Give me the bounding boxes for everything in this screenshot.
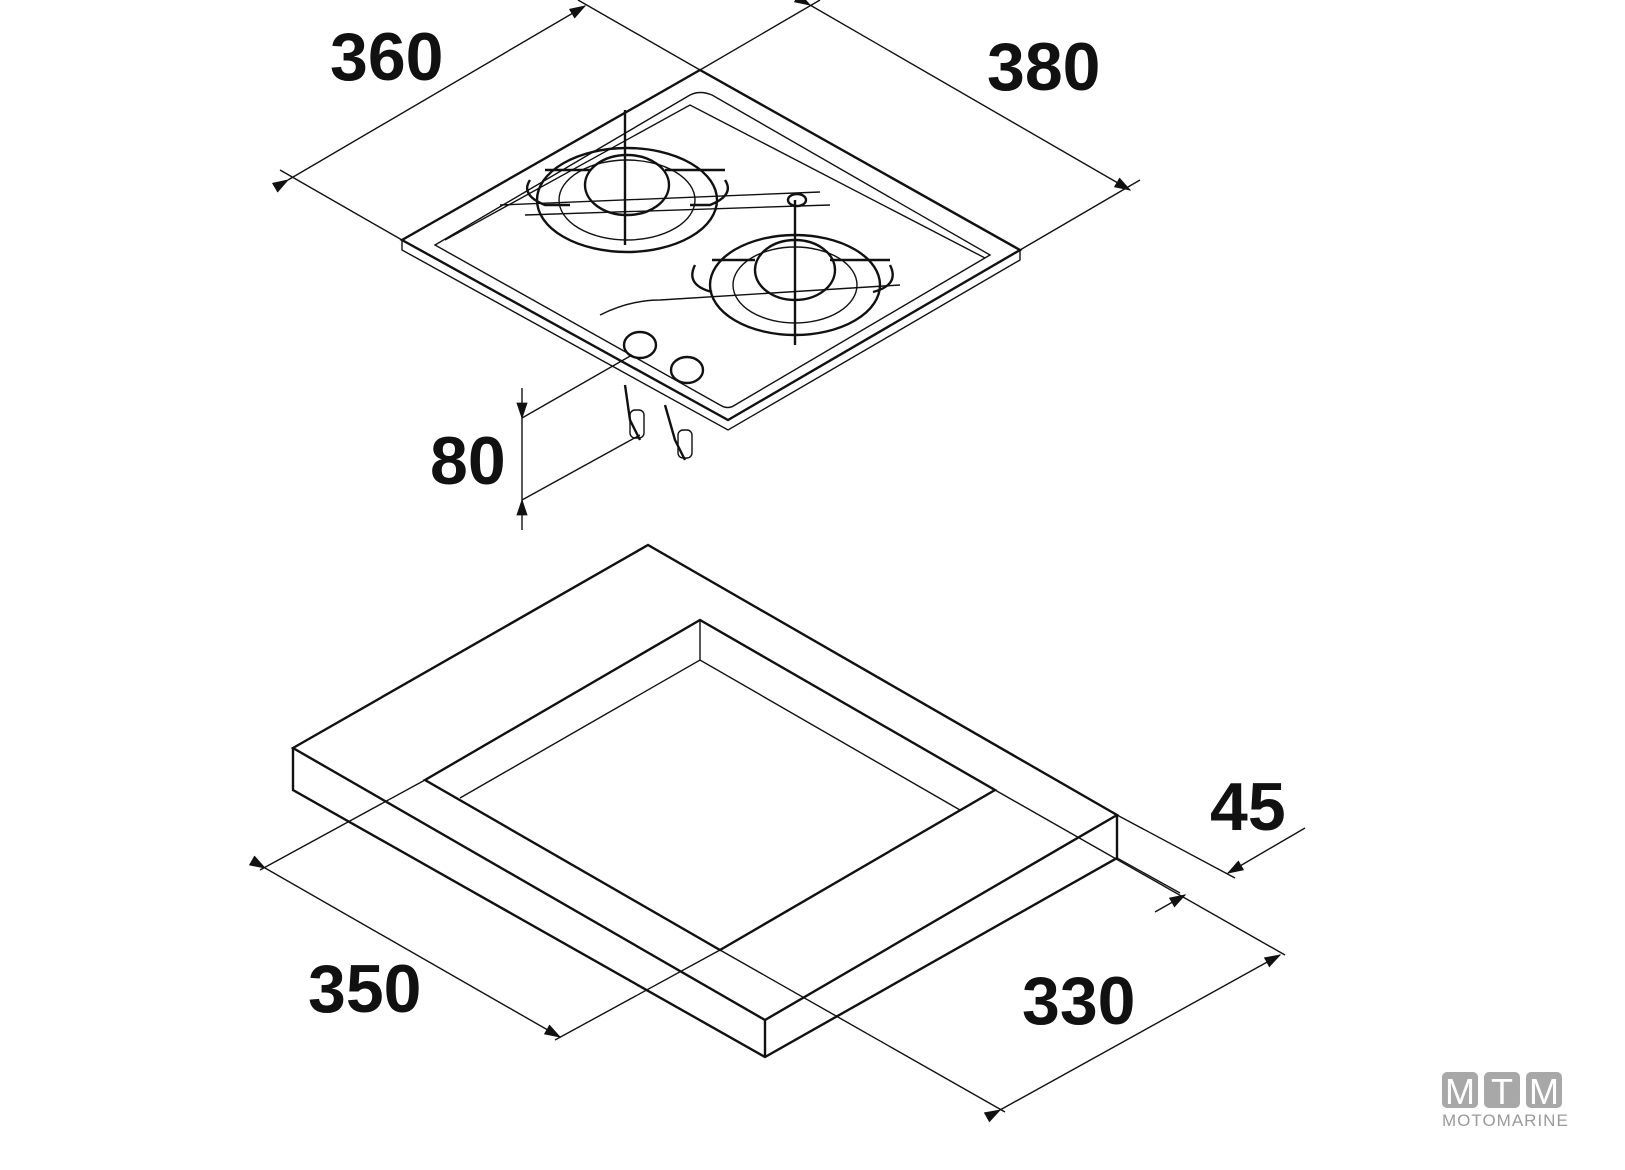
hob-dimension-lines xyxy=(271,0,1141,530)
control-knobs xyxy=(622,330,705,461)
svg-text:M: M xyxy=(1445,1071,1475,1112)
burner-2 xyxy=(691,192,894,345)
dim-label-360: 360 xyxy=(330,19,443,95)
svg-text:M: M xyxy=(1529,1071,1559,1112)
svg-text:MOTOMARINE: MOTOMARINE xyxy=(1442,1111,1569,1130)
hob-drawing xyxy=(399,68,1023,461)
dim-label-80: 80 xyxy=(430,423,506,499)
dim-label-350: 350 xyxy=(308,951,421,1027)
cutout-dimension-lines xyxy=(248,779,1306,1123)
motomarine-logo: M T M MOTOMARINE xyxy=(1442,1071,1569,1130)
dim-label-380: 380 xyxy=(987,29,1100,105)
dim-label-330: 330 xyxy=(1022,963,1135,1039)
burner-1 xyxy=(525,110,730,254)
dim-label-45: 45 xyxy=(1210,769,1286,845)
svg-text:T: T xyxy=(1491,1071,1513,1112)
